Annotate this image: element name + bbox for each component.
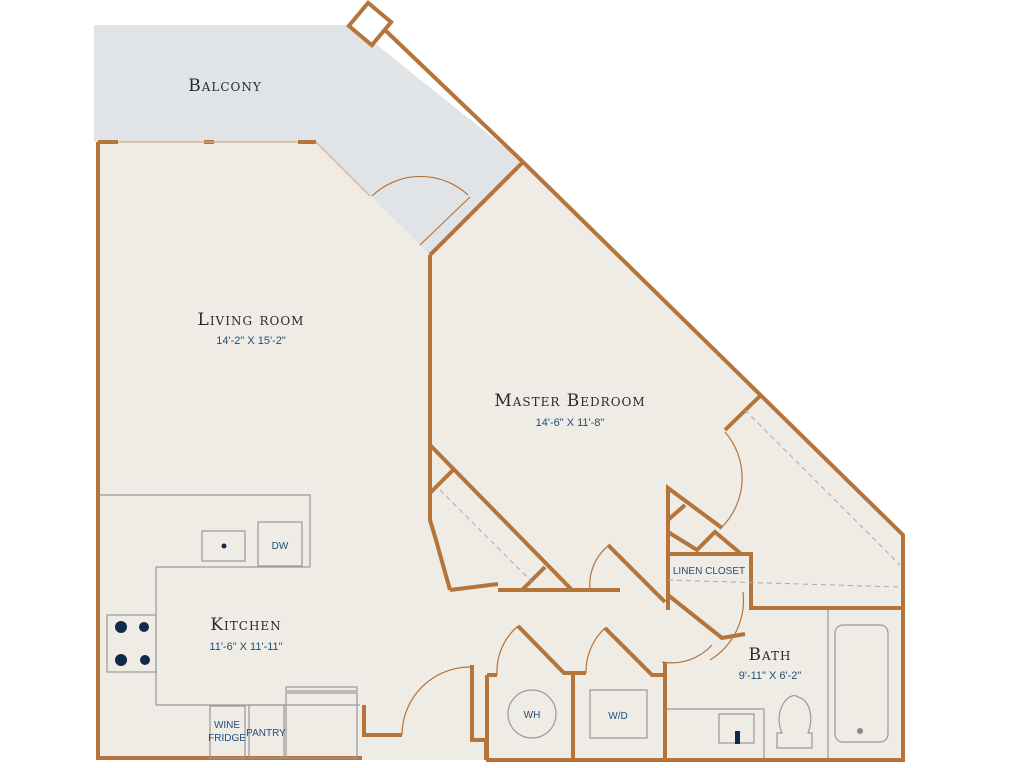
sink xyxy=(201,530,246,562)
hall-wall xyxy=(606,543,667,604)
walkin-door-swing xyxy=(721,431,743,528)
bath-label: Bath xyxy=(749,645,792,665)
bedroom-dims: 14'-6" X 11'-8" xyxy=(536,417,605,429)
apartment-floor xyxy=(98,142,903,760)
burner-icon xyxy=(139,622,149,632)
linen-wall xyxy=(666,503,687,522)
balcony-door xyxy=(419,196,471,246)
exterior-wall-diagonal xyxy=(383,28,905,762)
burner-icon xyxy=(140,655,150,665)
bedroom-label: Master Bedroom xyxy=(494,391,645,411)
kitchen-counter xyxy=(100,494,360,706)
living-room-label: Living room xyxy=(198,310,305,330)
wine-fridge-label: FRIDGE xyxy=(208,733,246,744)
water-heater xyxy=(507,689,557,739)
refrigerator xyxy=(285,692,358,759)
wine-fridge xyxy=(209,705,246,759)
balcony-door-swing xyxy=(371,175,469,197)
closet-wall xyxy=(520,565,547,592)
pantry xyxy=(248,704,285,759)
entry-door-swing xyxy=(401,666,471,736)
balcony-post xyxy=(346,0,394,48)
linen-closet xyxy=(668,552,903,610)
water-heater-label: WH xyxy=(524,710,541,721)
door-swing xyxy=(589,545,609,591)
walkin-wall xyxy=(723,394,762,432)
laundry-wall xyxy=(516,624,586,675)
entry-wall xyxy=(470,665,488,760)
burner-icon xyxy=(115,621,127,633)
bath-wall xyxy=(666,593,746,641)
vanity xyxy=(667,708,765,758)
closet-rod xyxy=(667,579,901,588)
wine-fridge-label: WINE xyxy=(214,720,240,731)
entry-wall xyxy=(362,705,402,737)
linen-door-swing xyxy=(709,591,745,661)
linen-closet-label: LINEN CLOSET xyxy=(673,566,745,577)
bath-dims: 9'-11" X 6'-2" xyxy=(739,670,802,682)
tub-drain xyxy=(857,728,863,734)
closet-rod xyxy=(744,409,901,566)
balcony-glass xyxy=(315,141,371,197)
faucet-icon xyxy=(735,731,740,744)
kitchen-dims: 11'-6" X 11'-11" xyxy=(209,641,282,653)
balcony-label: Balcony xyxy=(188,76,262,96)
closet-rod xyxy=(439,489,536,586)
balcony-wall xyxy=(428,160,525,257)
bath-door-swing xyxy=(661,644,713,664)
closet-wall xyxy=(428,468,455,495)
linen-wall xyxy=(666,484,724,610)
closet-wall xyxy=(449,582,499,592)
wh-door-swing xyxy=(496,625,519,676)
toilet xyxy=(776,695,813,749)
dishwasher-label: DW xyxy=(272,541,289,552)
linen-wall xyxy=(666,529,742,555)
dishwasher xyxy=(257,521,303,567)
bathtub xyxy=(834,624,889,743)
bedroom-wall xyxy=(428,255,452,591)
refrigerator-top xyxy=(285,686,358,692)
wd-door-swing xyxy=(585,627,606,674)
sink-drain xyxy=(221,543,227,549)
living-room-dims: 14'-2" X 15'-2" xyxy=(216,335,286,347)
pantry-label: PANTRY xyxy=(246,728,286,739)
burner-icon xyxy=(115,654,127,666)
laundry-wall xyxy=(603,626,665,677)
kitchen-label: Kitchen xyxy=(210,615,281,635)
washer-dryer xyxy=(589,689,648,739)
washer-dryer-label: W/D xyxy=(608,711,627,722)
stove xyxy=(106,614,157,673)
